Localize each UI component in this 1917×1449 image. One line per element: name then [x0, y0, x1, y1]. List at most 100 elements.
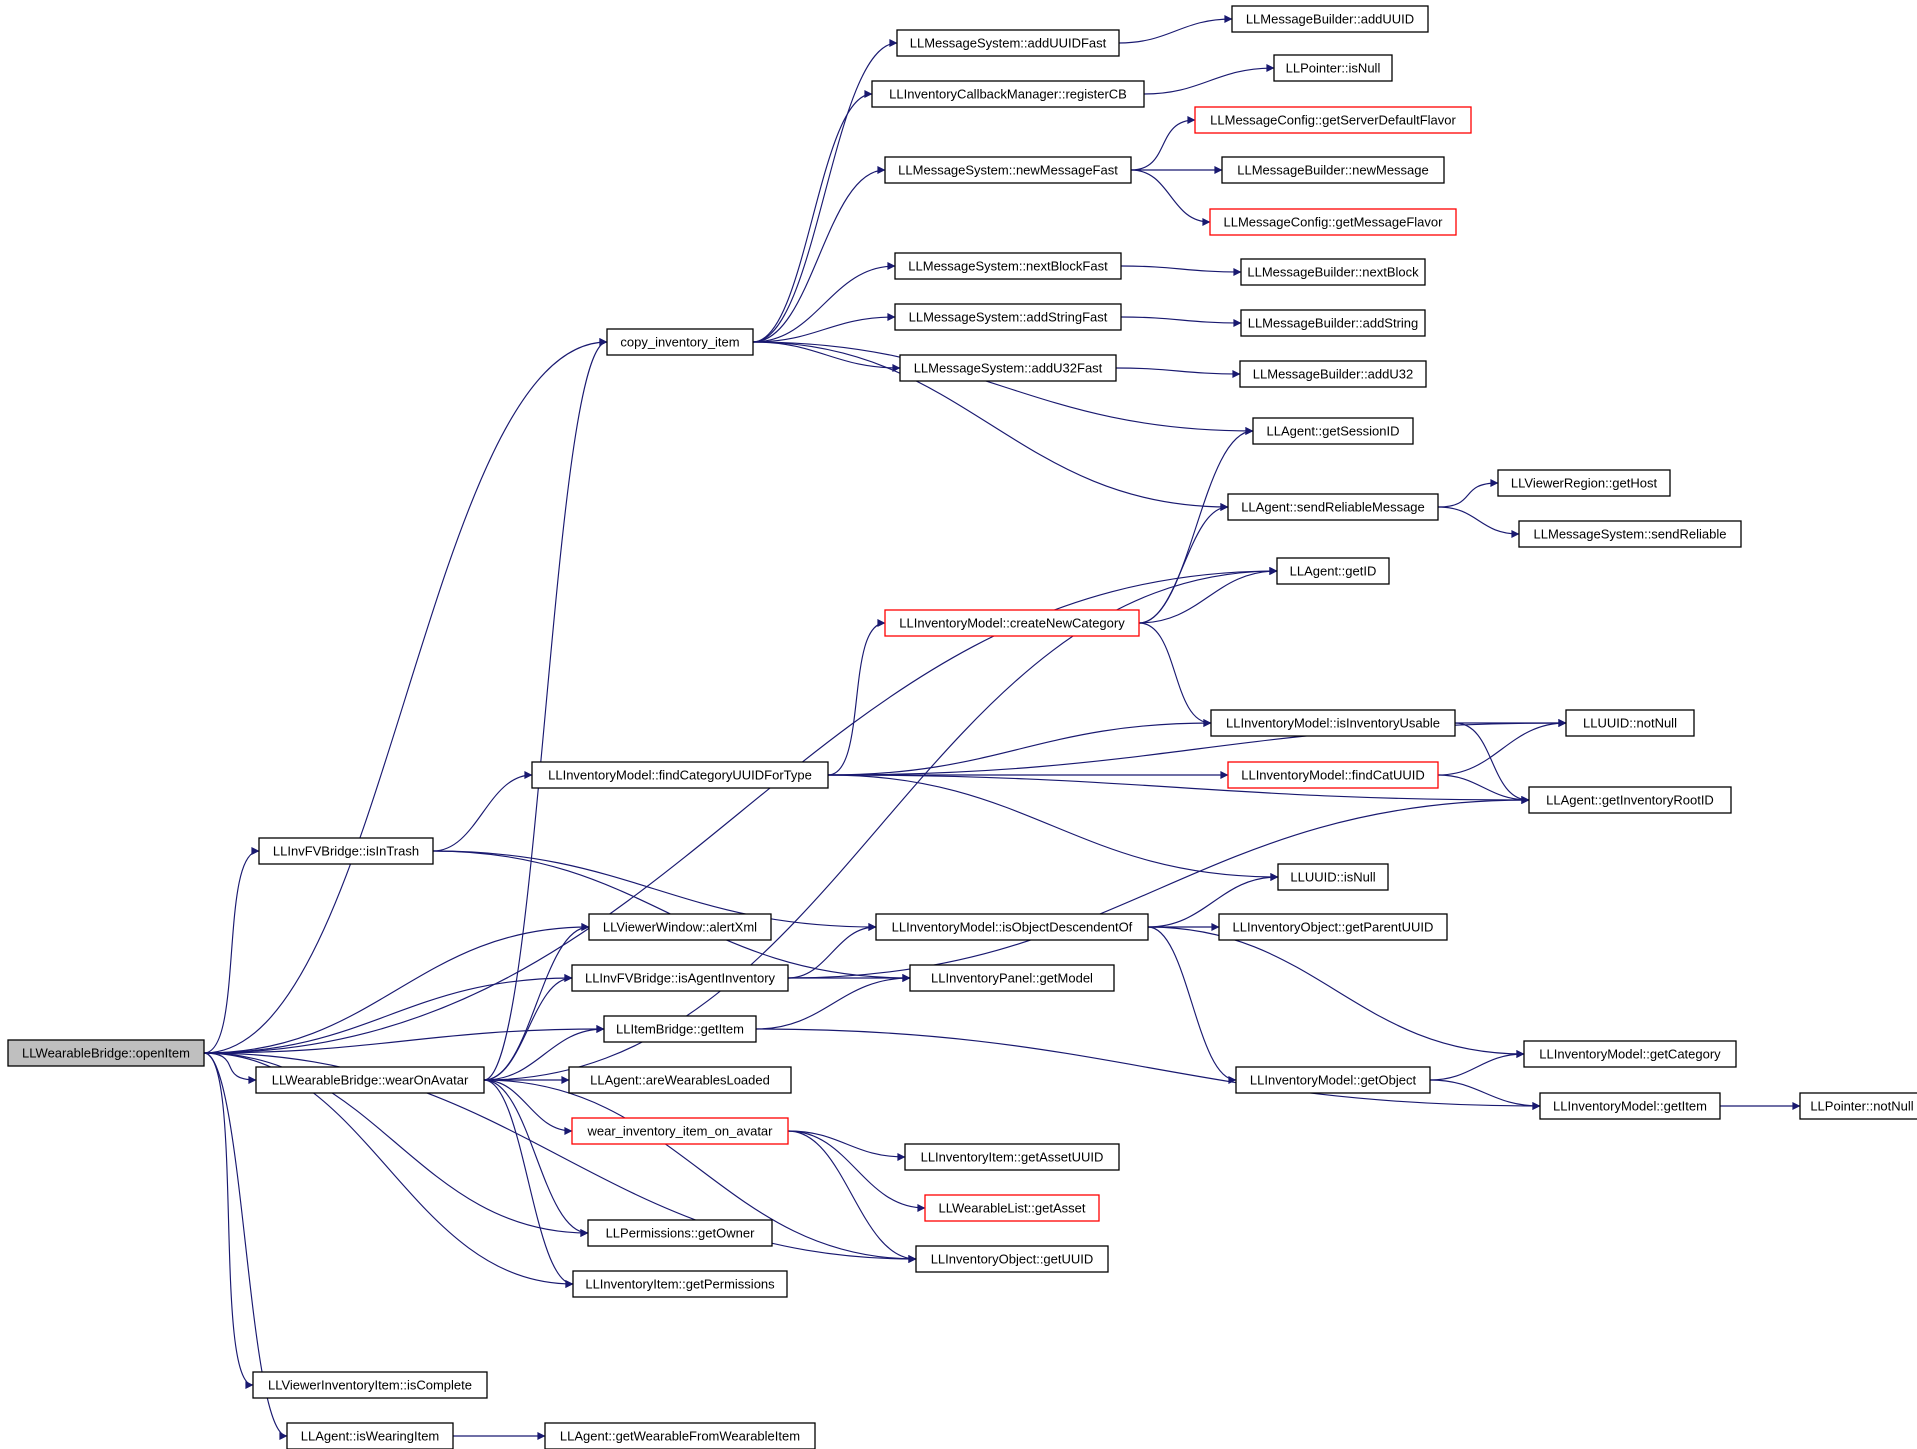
node-box — [896, 29, 1120, 57]
node-getAssetUUID[interactable]: LLInventoryItem::getAssetUUID — [904, 1143, 1120, 1171]
edge-isAgentInv-to-getInvRootID — [787, 796, 1530, 979]
node-box — [1221, 156, 1445, 184]
node-box — [588, 913, 772, 941]
edge-openItem-to-ibGetItem — [203, 1025, 605, 1054]
edge-createNewCat-to-isInvUsable — [1138, 622, 1212, 727]
node-copyInv[interactable]: copy_inventory_item — [606, 328, 754, 356]
node-ptrIsNull[interactable]: LLPointer::isNull — [1273, 54, 1393, 82]
node-box — [1235, 1066, 1431, 1094]
node-mbAddString[interactable]: LLMessageBuilder::addString — [1240, 309, 1426, 337]
edge-isObjDescendent-to-uuidIsNull — [1147, 873, 1279, 928]
node-wearOnAvatar[interactable]: LLWearableBridge::wearOnAvatar — [255, 1066, 485, 1094]
edge-openItem-to-getOwner — [203, 1052, 589, 1237]
node-createNewCat[interactable]: LLInventoryModel::createNewCategory — [884, 609, 1140, 637]
node-addUUIDFast[interactable]: LLMessageSystem::addUUIDFast — [896, 29, 1120, 57]
node-box — [909, 964, 1115, 992]
call-edges — [203, 15, 1801, 1440]
node-wearInvItem[interactable]: wear_inventory_item_on_avatar — [571, 1117, 789, 1145]
node-uuidIsNull[interactable]: LLUUID::isNull — [1277, 863, 1389, 891]
edge-isObjDescendent-to-getCategory — [1147, 926, 1525, 1058]
node-imGetItem[interactable]: LLInventoryModel::getItem — [1539, 1092, 1721, 1120]
node-getID[interactable]: LLAgent::getID — [1276, 557, 1390, 585]
node-getInvRootID[interactable]: LLAgent::getInventoryRootID — [1528, 786, 1732, 814]
node-getCategory[interactable]: LLInventoryModel::getCategory — [1523, 1040, 1737, 1068]
node-addStringFast[interactable]: LLMessageSystem::addStringFast — [894, 303, 1122, 331]
node-registerCB[interactable]: LLInventoryCallbackManager::registerCB — [871, 80, 1145, 108]
node-box — [1523, 1040, 1737, 1068]
node-label: LLMessageSystem::addStringFast — [909, 310, 1108, 325]
node-label: LLInvFVBridge::isAgentInventory — [585, 971, 776, 986]
node-getServerFlavor[interactable]: LLMessageConfig::getServerDefaultFlavor — [1194, 106, 1472, 134]
node-label: LLAgent::getSessionID — [1267, 424, 1400, 439]
edge-wearInvItem-to-wlGetAsset — [787, 1130, 926, 1212]
node-addU32Fast[interactable]: LLMessageSystem::addU32Fast — [899, 354, 1117, 382]
node-box — [904, 1143, 1120, 1171]
node-box — [871, 80, 1145, 108]
node-ptrNotNull[interactable]: LLPointer::notNull — [1799, 1092, 1917, 1120]
node-label: LLInventoryModel::isInventoryUsable — [1226, 716, 1440, 731]
node-sendReliableMsg[interactable]: LLAgent::sendReliableMessage — [1227, 493, 1439, 521]
node-nextBlockFast[interactable]: LLMessageSystem::nextBlockFast — [894, 252, 1122, 280]
node-box — [1276, 557, 1390, 585]
node-getMsgFlavor[interactable]: LLMessageConfig::getMessageFlavor — [1209, 208, 1457, 236]
node-getPermissions[interactable]: LLInventoryItem::getPermissions — [572, 1270, 788, 1298]
node-label: LLInventoryModel::getObject — [1250, 1073, 1417, 1088]
node-areWearablesLoaded[interactable]: LLAgent::areWearablesLoaded — [568, 1066, 792, 1094]
node-getParentUUID[interactable]: LLInventoryObject::getParentUUID — [1218, 913, 1448, 941]
node-getModel[interactable]: LLInventoryPanel::getModel — [909, 964, 1115, 992]
node-label: LLMessageSystem::sendReliable — [1534, 527, 1727, 542]
node-mbNewMessage[interactable]: LLMessageBuilder::newMessage — [1221, 156, 1445, 184]
node-getHost[interactable]: LLViewerRegion::getHost — [1497, 469, 1671, 497]
node-findCatUUID[interactable]: LLInventoryModel::findCatUUID — [1227, 761, 1439, 789]
function-nodes: LLWearableBridge::openItem copy_inventory… — [7, 5, 1917, 1449]
node-box — [1227, 493, 1439, 521]
node-alertXml[interactable]: LLViewerWindow::alertXml — [588, 913, 772, 941]
node-label: LLWearableBridge::openItem — [22, 1046, 190, 1061]
node-label: LLAgent::areWearablesLoaded — [590, 1073, 770, 1088]
node-getWearableFromItem[interactable]: LLAgent::getWearableFromWearableItem — [544, 1422, 816, 1449]
node-objGetUUID[interactable]: LLInventoryObject::getUUID — [915, 1245, 1109, 1273]
edge-openItem-to-getPermissions — [203, 1052, 574, 1288]
node-mbNextBlock[interactable]: LLMessageBuilder::nextBlock — [1240, 258, 1426, 286]
node-mbAddUUID[interactable]: LLMessageBuilder::addUUID — [1231, 5, 1429, 33]
node-label: LLMessageBuilder::addUUID — [1246, 12, 1414, 27]
node-sendReliable[interactable]: LLMessageSystem::sendReliable — [1518, 520, 1742, 548]
node-label: LLMessageSystem::newMessageFast — [898, 163, 1118, 178]
node-box — [894, 303, 1122, 331]
edge-findCatForType-to-createNewCat — [827, 619, 886, 776]
node-mbAddU32[interactable]: LLMessageBuilder::addU32 — [1239, 360, 1427, 388]
node-getObject[interactable]: LLInventoryModel::getObject — [1235, 1066, 1431, 1094]
node-label: wear_inventory_item_on_avatar — [587, 1124, 774, 1139]
edge-copyInv-to-registerCB — [752, 90, 873, 343]
node-newMsgFast[interactable]: LLMessageSystem::newMessageFast — [884, 156, 1132, 184]
node-wlGetAsset[interactable]: LLWearableList::getAsset — [924, 1194, 1100, 1222]
node-box — [1539, 1092, 1721, 1120]
edge-addUUIDFast-to-mbAddUUID — [1118, 15, 1233, 44]
edge-findCatUUID-to-getInvRootID — [1437, 774, 1530, 804]
edge-findCatForType-to-isInvUsable — [827, 719, 1212, 776]
node-label: LLInventoryCallbackManager::registerCB — [889, 87, 1127, 102]
node-isComplete[interactable]: LLViewerInventoryItem::isComplete — [252, 1371, 488, 1399]
node-isInTrash[interactable]: LLInvFVBridge::isInTrash — [258, 837, 434, 865]
edge-findCatForType-to-uuidIsNull — [827, 774, 1279, 881]
edge-wearOnAvatar-to-getOwner — [483, 1079, 589, 1237]
node-box — [1277, 863, 1389, 891]
node-label: LLUUID::isNull — [1290, 870, 1375, 885]
node-box — [1565, 709, 1695, 737]
node-uuidNotNull[interactable]: LLUUID::notNull — [1565, 709, 1695, 737]
edge-isInTrash-to-isObjDescendent — [432, 850, 877, 931]
node-isObjDescendent[interactable]: LLInventoryModel::isObjectDescendentOf — [875, 913, 1149, 941]
node-findCatForType[interactable]: LLInventoryModel::findCategoryUUIDForTyp… — [531, 761, 829, 789]
node-getOwner[interactable]: LLPermissions::getOwner — [587, 1219, 773, 1247]
node-box — [875, 913, 1149, 941]
node-isInvUsable[interactable]: LLInventoryModel::isInventoryUsable — [1210, 709, 1456, 737]
node-label: LLInventoryPanel::getModel — [931, 971, 1093, 986]
edge-wearOnAvatar-to-ibGetItem — [483, 1025, 605, 1081]
edge-registerCB-to-ptrIsNull — [1143, 64, 1275, 95]
node-isWearingItem[interactable]: LLAgent::isWearingItem — [286, 1422, 454, 1449]
node-openItem[interactable]: LLWearableBridge::openItem — [7, 1039, 205, 1067]
node-box — [1227, 761, 1439, 789]
node-ibGetItem[interactable]: LLItemBridge::getItem — [603, 1015, 757, 1043]
node-isAgentInv[interactable]: LLInvFVBridge::isAgentInventory — [571, 964, 789, 992]
node-getSessionID[interactable]: LLAgent::getSessionID — [1252, 417, 1414, 445]
